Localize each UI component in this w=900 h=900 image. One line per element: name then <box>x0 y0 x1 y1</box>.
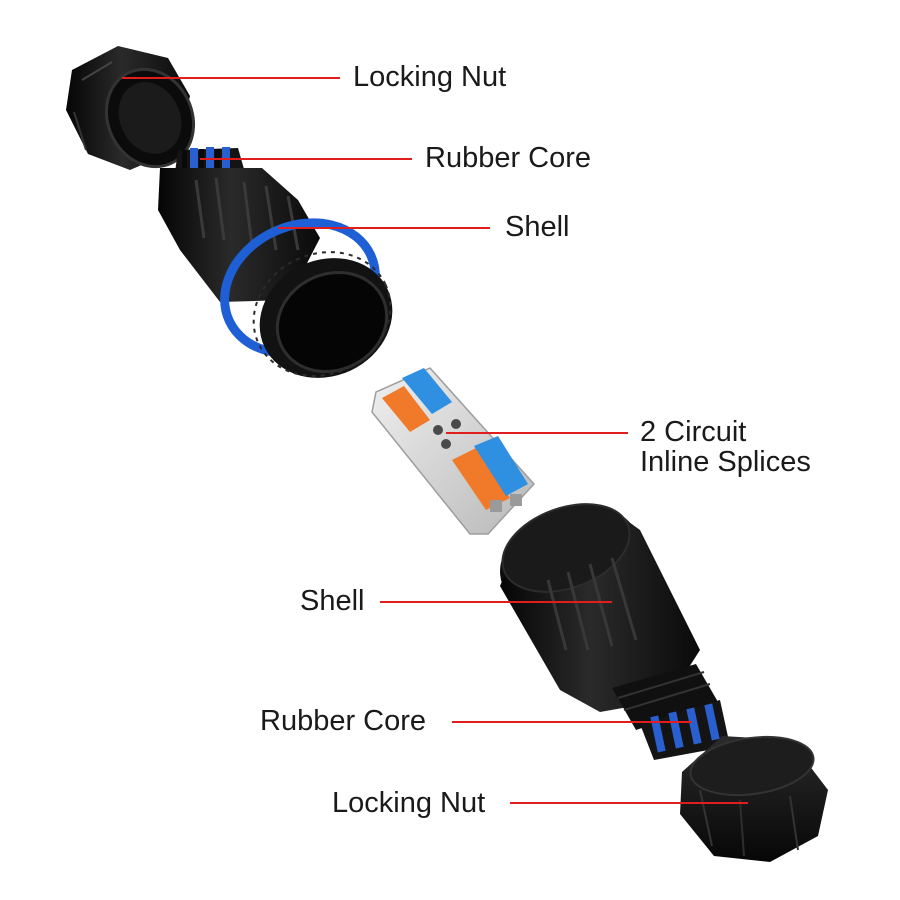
bottom-rubber-core-part <box>640 700 730 760</box>
leader-line-top-rubber-core <box>200 158 412 160</box>
label-bottom-rubber-core: Rubber Core <box>260 705 427 737</box>
label-top-locking-nut: Locking Nut <box>353 61 507 93</box>
inline-splice-part <box>371 367 536 535</box>
label-top-rubber-core: Rubber Core <box>425 142 592 174</box>
top-shell-part <box>158 168 393 378</box>
label-bottom-locking-nut: Locking Nut <box>332 787 486 819</box>
leader-line-bottom-rubber-core <box>452 721 692 723</box>
bottom-shell-part <box>500 503 718 730</box>
leader-line-top-shell <box>278 227 490 229</box>
leader-line-bottom-shell <box>380 601 612 603</box>
label-bottom-shell: Shell <box>300 585 365 617</box>
label-splices-line1: 2 Circuit <box>640 416 747 448</box>
leader-line-bottom-locking-nut <box>510 802 748 804</box>
leader-line-top-locking-nut <box>122 77 340 79</box>
leader-line-splices <box>446 432 628 434</box>
bottom-locking-nut-part <box>680 735 828 862</box>
label-splices-line2: Inline Splices <box>640 446 811 478</box>
label-top-shell: Shell <box>505 211 570 243</box>
